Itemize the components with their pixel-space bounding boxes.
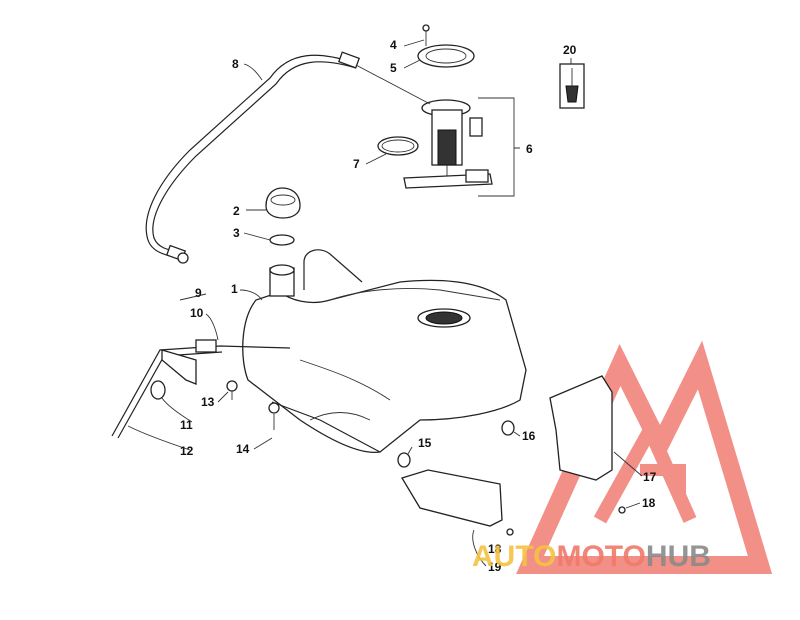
callout-3: 3 [233,226,240,240]
callout-labels: 1 2 3 4 5 6 7 8 9 10 11 12 13 14 15 16 1… [180,38,657,574]
grommet-part-16 [501,420,515,436]
callout-11: 11 [180,418,193,432]
callout-14: 14 [236,442,250,456]
watermark-moto: MOTO [556,540,645,573]
screw-part-18b [506,528,514,536]
callout-5: 5 [390,61,397,75]
callout-6: 6 [526,142,533,156]
callout-18a: 18 [642,496,656,510]
fuel-pump-part [355,64,493,189]
vent-hose-part [145,51,361,264]
callout-2: 2 [233,204,240,218]
heat-shield-part-17 [549,375,613,481]
callout-20: 20 [563,43,577,57]
callout-16: 16 [522,429,536,443]
callout-10: 10 [190,306,204,320]
watermark-auto: AUTO [472,540,556,573]
heat-shield-part-19 [401,469,503,527]
fuel-cap-part [265,187,301,219]
callout-18b: 18 [488,542,502,556]
grommet-part-15 [397,452,411,468]
watermark-text: AUTOMOTOHUB [472,540,711,573]
cap-gasket-part [269,234,295,246]
callout-12: 12 [180,444,194,458]
callout-17: 17 [643,470,657,484]
svg-text:AUTOMOTOHUB: AUTOMOTOHUB [472,540,711,573]
callout-19: 19 [488,560,502,574]
leader-lines [127,39,643,567]
fuel-line-part [111,339,381,453]
screw-part-18a [618,506,626,514]
callout-4: 4 [390,38,397,52]
gasket-plate-part [417,24,475,68]
callout-9: 9 [195,286,202,300]
callout-7: 7 [353,157,360,171]
fuel-sender-part [559,63,585,109]
callout-bracket [478,97,520,197]
callout-13: 13 [201,395,215,409]
fuel-tank-part [242,249,527,454]
callout-1: 1 [231,282,238,296]
callout-8: 8 [232,57,239,71]
watermark-hub: HUB [646,540,711,573]
callout-15: 15 [418,436,432,450]
